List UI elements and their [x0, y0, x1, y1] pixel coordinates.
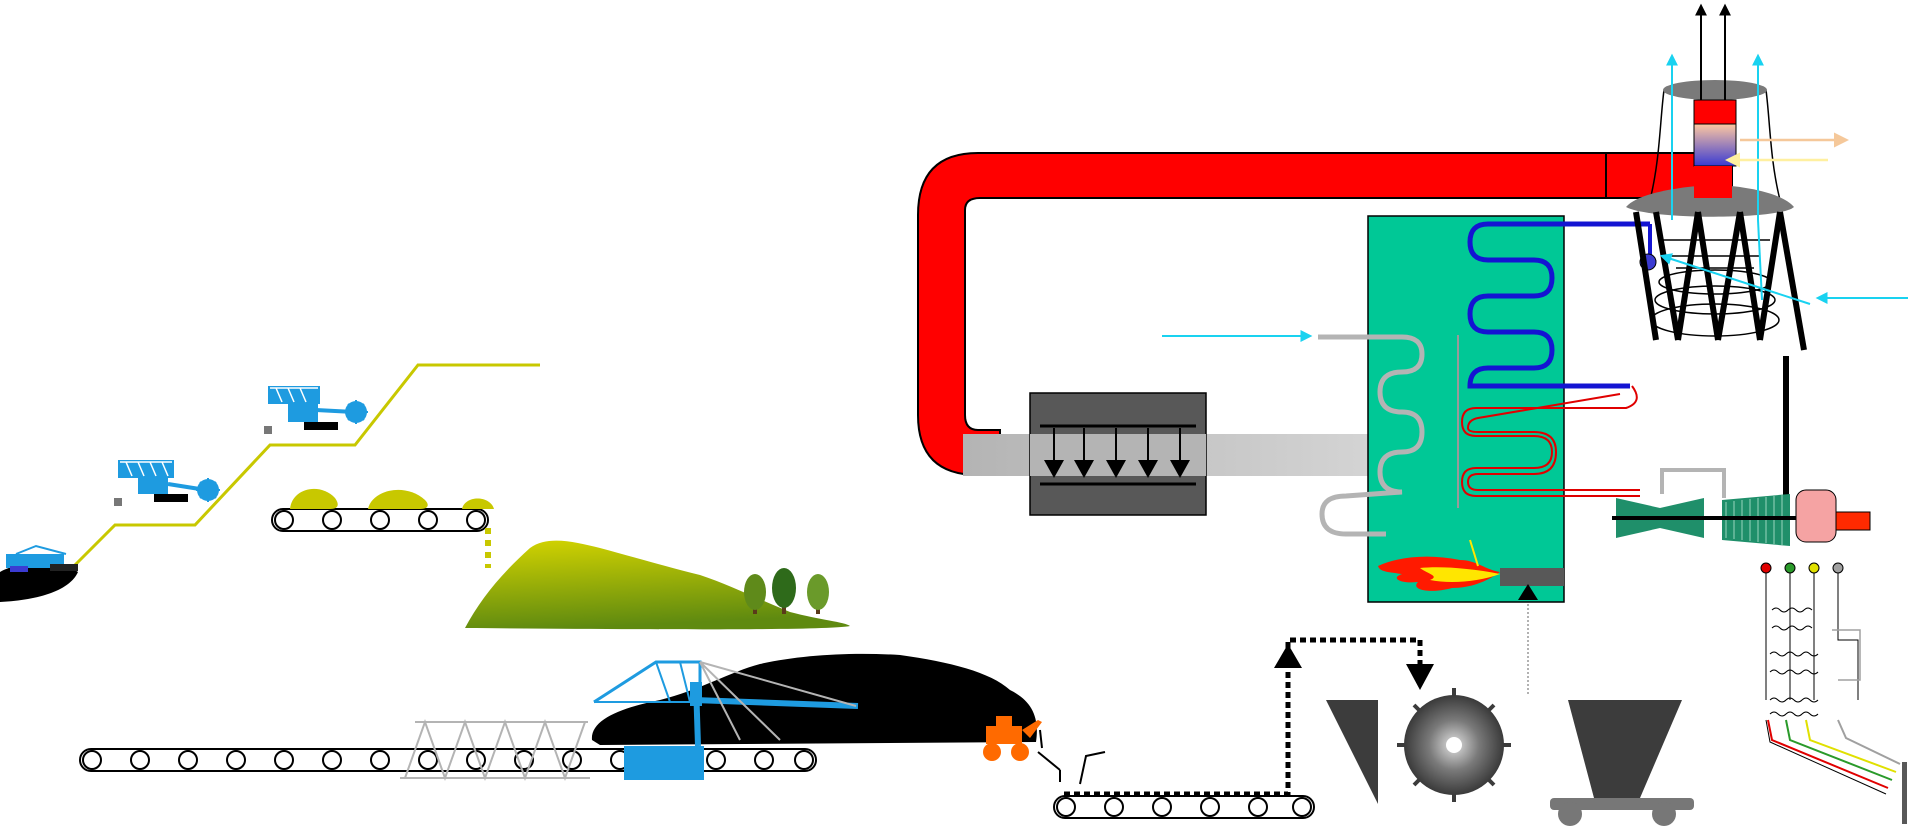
- coal-feed-arrow: [1274, 644, 1302, 668]
- generator-icon: [1795, 489, 1871, 543]
- mine-terraces: [68, 363, 545, 572]
- bulldozer-icon: [983, 716, 1042, 761]
- boiler-icon: [1318, 215, 1650, 603]
- coal-feed-path: [1064, 637, 1423, 797]
- bucket-wheel-excavator-icon: [6, 544, 78, 572]
- hopper-icon: [1326, 700, 1378, 804]
- economizer-coil: [1318, 334, 1425, 537]
- stacker-reclaimer-icon: [593, 660, 859, 780]
- bucket-wheel-excavator-icon: [114, 460, 220, 506]
- conveyor-belt-icon: [1053, 795, 1315, 819]
- coal-seam: [0, 563, 78, 602]
- burner-nozzle: [1500, 568, 1564, 586]
- overburden-on-belt: [290, 488, 494, 509]
- cooling-water-line: [1757, 219, 1763, 301]
- superheater-coil: [1467, 221, 1650, 389]
- reheater-coil: [1460, 385, 1640, 497]
- conveyor-truss: [400, 719, 590, 781]
- hopper-icon: [1550, 700, 1694, 826]
- coal-stockpile-icon: [591, 653, 1037, 745]
- steam-turbine-icon: [1612, 494, 1808, 546]
- transformer-icon: [1760, 562, 1907, 824]
- dump-chute: [1037, 729, 1106, 785]
- bucket-wheel-excavator-icon: [264, 386, 368, 434]
- coal-mill-icon: [1397, 688, 1511, 802]
- cooling-water-arrow: [1659, 253, 1811, 305]
- cooling-tower-icon: [1626, 80, 1807, 351]
- flame-up-arrow: [1518, 584, 1538, 600]
- conveyor-belt-icon: [271, 508, 489, 532]
- turbine-bypass-pipe: [1660, 468, 1726, 498]
- coal-feed-arrow: [1406, 664, 1434, 690]
- electrostatic-precipitator-icon: [1029, 392, 1207, 516]
- trees-icon: [744, 568, 829, 614]
